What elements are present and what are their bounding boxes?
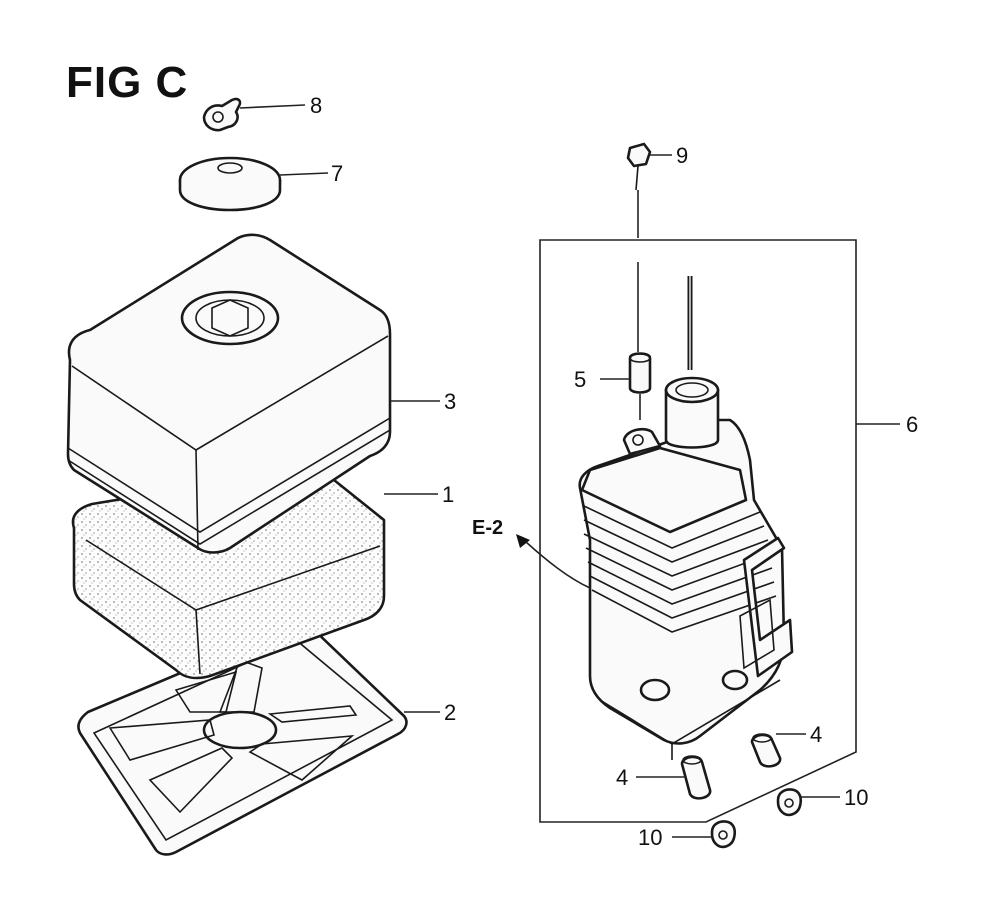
callout-2: 2: [444, 700, 456, 725]
callout-9: 9: [676, 143, 688, 168]
nut-part-10a: [776, 788, 803, 817]
callout-5: 5: [574, 367, 586, 392]
reference-arrow-e2: [516, 534, 591, 589]
assembly-frame-6: [539, 239, 857, 823]
callout-10-left: 10: [638, 825, 662, 850]
leader-line-7: [279, 172, 329, 176]
figure-title: FIG C: [66, 58, 189, 107]
wing-nut-part-8: [202, 97, 242, 132]
callout-4-right: 4: [810, 722, 822, 747]
callout-7: 7: [331, 161, 343, 186]
callout-1: 1: [442, 482, 454, 507]
bolt-part-9: [626, 142, 652, 191]
foam-element-part-1: [71, 468, 386, 680]
dowel-part-5: [628, 352, 652, 394]
callout-8: 8: [310, 93, 322, 118]
air-cleaner-cover-part-3: [66, 233, 392, 554]
dowel-pin-part-4b: [680, 755, 712, 800]
cylinder-assembly: [578, 276, 794, 760]
callout-10-right: 10: [844, 785, 868, 810]
callout-3: 3: [444, 389, 456, 414]
reference-label-e2: E-2: [472, 517, 503, 539]
filter-base-part-2: [77, 622, 408, 856]
callout-6: 6: [906, 412, 918, 437]
dowel-pin-part-4a: [750, 733, 782, 768]
cap-part-7: [178, 156, 282, 212]
leader-line-8: [239, 104, 306, 109]
nut-part-10b: [710, 820, 737, 849]
callout-4-left: 4: [616, 765, 628, 790]
